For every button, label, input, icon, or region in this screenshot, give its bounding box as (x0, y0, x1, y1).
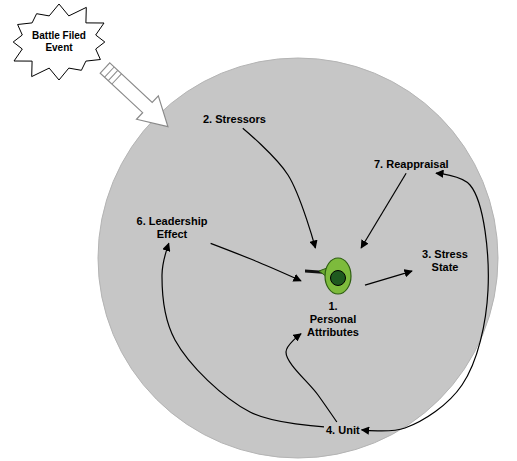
event-starburst: Battle Filed Event (6, 3, 112, 81)
flow-arrow (243, 128, 316, 248)
flow-arrow (361, 173, 406, 248)
factor-label: 2. Stressors (203, 113, 266, 126)
factor-label: 7. Reappraisal (374, 158, 449, 171)
factor-label: 6. Leadership Effect (131, 215, 213, 241)
soldier-illustration (305, 250, 361, 300)
flow-arrow (211, 243, 301, 280)
factor-label: 7. Reappraisal (374, 158, 449, 171)
flow-arrow (365, 271, 412, 285)
event-label: Battle Filed Event (26, 30, 92, 54)
factor-label: 2. Stressors (203, 113, 266, 126)
factor-label: 3. Stress State (414, 248, 476, 274)
factor-label: 4. Unit (326, 424, 360, 437)
flow-arrow (286, 334, 337, 422)
factor-label: 6. Leadership Effect (131, 215, 213, 241)
factor-label: 3. Stress State (414, 248, 476, 274)
impact-arrow (94, 56, 179, 138)
soldier-figure: 1. Personal Attributes (303, 250, 363, 340)
factor-label: 1. Personal Attributes (306, 300, 361, 340)
factor-label: 4. Unit (326, 424, 360, 437)
flow-arrow (362, 173, 489, 431)
starburst-shape (13, 4, 105, 80)
